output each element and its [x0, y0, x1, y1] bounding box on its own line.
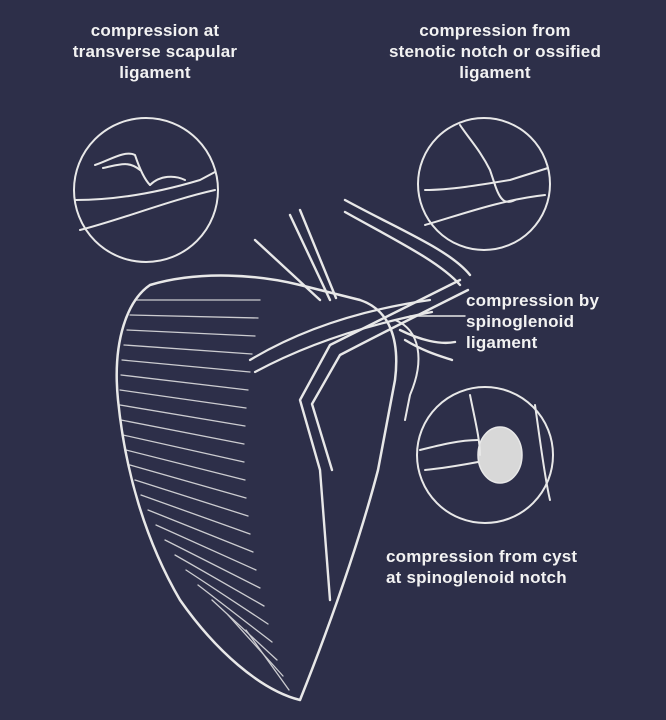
scapular-spine — [250, 300, 432, 372]
inset-transverse-scapular — [74, 118, 218, 262]
label-line: ligament — [20, 62, 290, 83]
label-spinoglenoid-ligament: compression by spinoglenoid ligament — [466, 290, 666, 353]
label-line: ligament — [345, 62, 645, 83]
suprascapular-nerve — [255, 200, 470, 600]
inset-stenotic-notch — [418, 118, 550, 250]
label-line: transverse scapular — [20, 41, 290, 62]
label-line: at spinoglenoid notch — [386, 567, 656, 588]
label-line: stenotic notch or ossified — [345, 41, 645, 62]
label-line: compression from — [345, 20, 645, 41]
label-line: compression at — [20, 20, 290, 41]
label-transverse-scapular: compression at transverse scapular ligam… — [20, 20, 290, 83]
label-line: ligament — [466, 332, 666, 353]
glenoid — [395, 320, 418, 420]
label-stenotic-notch: compression from stenotic notch or ossif… — [345, 20, 645, 83]
label-line: compression from cyst — [386, 546, 656, 567]
label-line: compression by — [466, 290, 666, 311]
inset-cyst — [417, 387, 553, 523]
label-cyst: compression from cyst at spinoglenoid no… — [386, 546, 656, 588]
label-line: spinoglenoid — [466, 311, 666, 332]
